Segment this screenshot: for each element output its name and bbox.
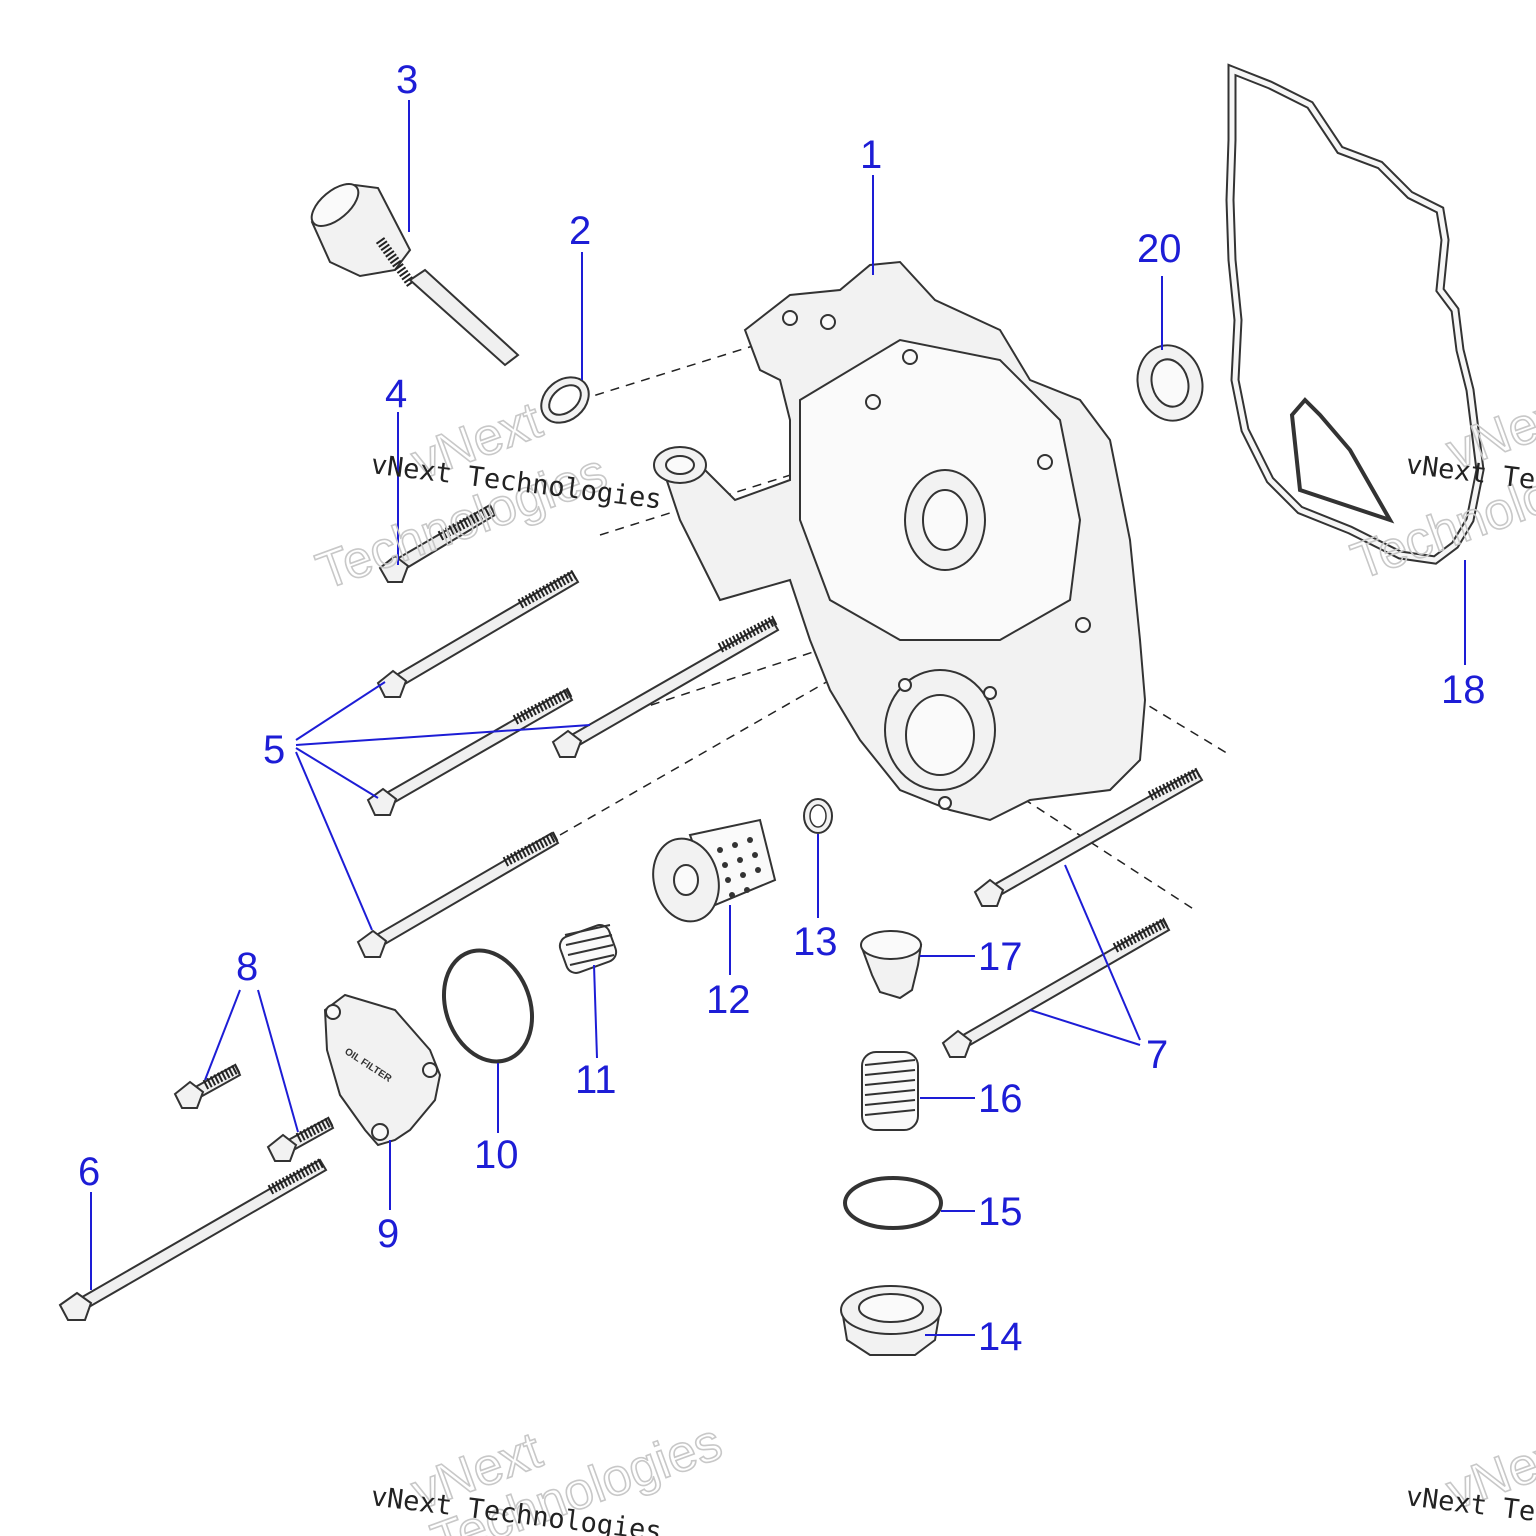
drain-plug [840,1285,942,1356]
callout-4: 4 [385,372,407,416]
callout-1: 1 [860,133,882,177]
callout-13: 13 [793,920,838,964]
long-bolts [356,569,780,958]
callout-numbers: 1 2 3 4 5 6 7 8 9 10 11 12 13 14 15 16 1… [78,58,1486,1359]
callout-17: 17 [978,935,1023,979]
callout-16: 16 [978,1077,1023,1121]
callout-11: 11 [575,1058,617,1102]
callout-14: 14 [978,1315,1023,1359]
oil-dipstick [310,183,520,367]
cover-bolts [173,1063,335,1162]
oil-filter-element [652,818,777,923]
short-bolt [378,503,497,583]
callout-20: 20 [1137,227,1182,271]
callout-10: 10 [474,1133,519,1177]
leader-lines [90,100,1466,1336]
callout-2: 2 [569,209,591,253]
screen-spring [861,1051,919,1131]
screen-cap [860,930,923,1000]
callout-7: 7 [1146,1033,1168,1077]
cover-gasket [1225,63,1485,565]
filter-spring [558,924,618,974]
crankcase-cover [653,260,1147,822]
callout-18: 18 [1441,668,1486,712]
bottom-long-bolt [58,1157,328,1321]
callout-8: 8 [236,945,258,989]
filter-cover-o-ring [441,948,535,1064]
drain-o-ring [843,1176,943,1230]
oil-filter-cover: OIL FILTER [323,993,442,1147]
callout-5: 5 [263,728,285,772]
callout-12: 12 [706,978,751,1022]
callout-9: 9 [377,1212,399,1256]
oil-seal [1136,344,1204,422]
small-washer [803,798,833,834]
cover-studs [941,767,1204,1058]
callout-15: 15 [978,1190,1023,1234]
callout-6: 6 [78,1150,100,1194]
dipstick-o-ring [540,376,590,424]
callout-3: 3 [396,58,418,102]
